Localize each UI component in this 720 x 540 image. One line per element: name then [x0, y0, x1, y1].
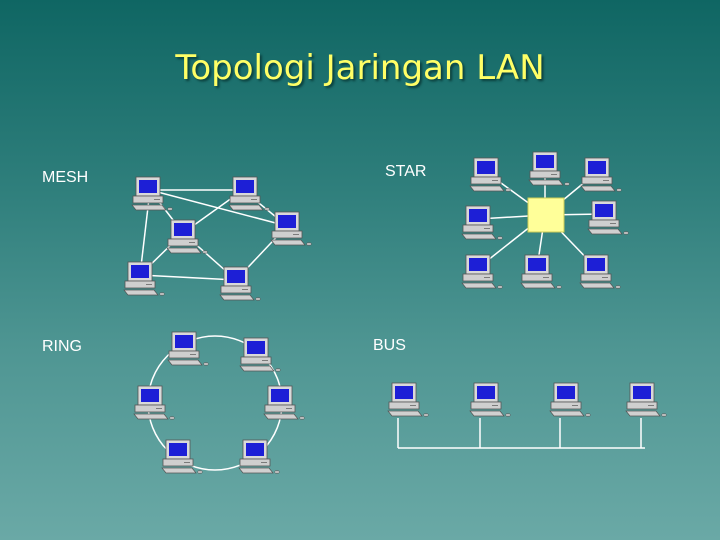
star-label: STAR [385, 163, 427, 180]
ring-label: RING [42, 338, 82, 355]
bus-links [397, 418, 645, 449]
ring-computer-icon [239, 337, 281, 372]
star-hub [527, 197, 565, 233]
bus-label: BUS [373, 337, 406, 354]
star-computer-icon [579, 254, 621, 289]
mesh-computer-icon [270, 211, 312, 246]
mesh-links [139, 189, 288, 281]
ring-computer-icon [133, 385, 175, 420]
bus-computer-icon [387, 382, 429, 417]
bus-computer-icon [625, 382, 667, 417]
ring-computer-icon [263, 385, 305, 420]
mesh-computer-icon [228, 176, 270, 211]
star-computer-icon [469, 157, 511, 192]
ring-computer-icon [238, 439, 280, 474]
bus-computer-icon [469, 382, 511, 417]
mesh-computer-icon [123, 261, 165, 296]
star-computer-icon [461, 205, 503, 240]
star-computer-icon [580, 157, 622, 192]
bus-computer-icon [549, 382, 591, 417]
slide-title: Topologi Jaringan LAN [175, 48, 545, 88]
star-computer-icon [461, 254, 503, 289]
mesh-computer-icon [219, 266, 261, 301]
mesh-label: MESH [42, 169, 89, 186]
star-computer-icon [528, 151, 570, 186]
star-computer-icon [587, 200, 629, 235]
ring-computer-icon [161, 439, 203, 474]
star-computer-icon [520, 254, 562, 289]
